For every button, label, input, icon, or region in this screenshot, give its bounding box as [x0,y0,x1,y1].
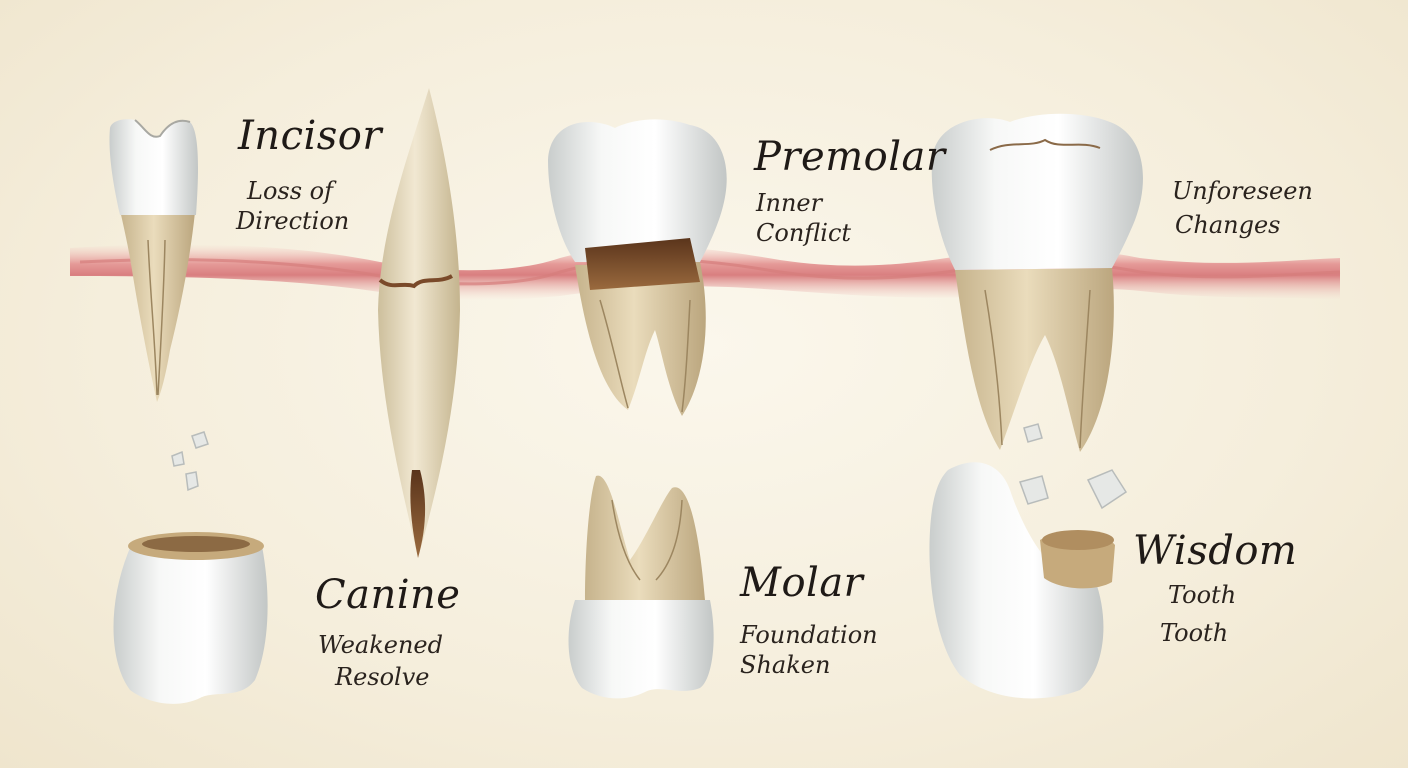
gum-line [79,258,1341,286]
wisdom-line2: Tooth [1160,619,1229,647]
wisdom-tooth [929,462,1115,699]
wisdom-line1: Tooth [1168,581,1237,609]
premolar-tooth [548,119,727,416]
molar-line2: Shaken [740,651,831,679]
molar-tooth [568,475,714,699]
incisor-title: Incisor [238,113,382,159]
canine-line1: Weakened [318,631,443,659]
canine-line2: Resolve [335,663,430,691]
tooth-fragments [171,423,1128,510]
incisor-tooth [109,119,198,402]
incisor-line1: Loss of [247,177,333,205]
broken-crown [113,532,268,704]
canine-title: Canine [315,572,461,618]
premolar-title: Premolar [754,134,946,180]
premolar-line1: Inner [756,189,823,217]
canine-tooth [378,88,460,558]
wisdom-title: Wisdom [1133,528,1298,574]
premolar-line2: Conflict [756,219,852,247]
unforeseen-molar-tooth [931,113,1143,452]
unforeseen-line2: Changes [1175,211,1281,239]
unforeseen-line1: Unforeseen [1172,177,1313,205]
incisor-line2: Direction [236,207,350,235]
molar-line1: Foundation [740,621,878,649]
molar-title: Molar [740,560,864,606]
